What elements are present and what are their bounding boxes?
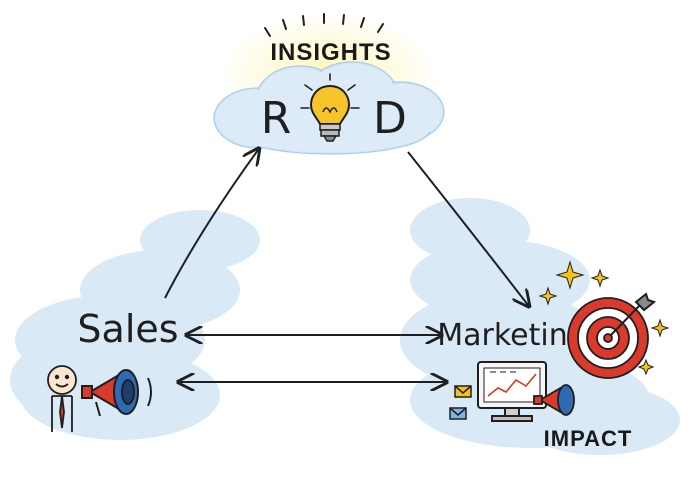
sparkle-icon <box>538 260 670 376</box>
arrow-rd-to-marketing <box>407 151 528 305</box>
insights-caption: INSIGHTS <box>270 39 391 66</box>
arrow-sales-to-rd <box>164 150 258 299</box>
rd-letter-r: R <box>261 93 292 144</box>
marketing-label: Marketing <box>437 318 587 353</box>
insights-rays <box>264 13 384 37</box>
sales-label: Sales <box>77 307 178 351</box>
megaphone-icon <box>533 384 575 416</box>
lightbulb-icon <box>309 84 351 142</box>
impact-caption: IMPACT <box>544 426 633 451</box>
bulb-rays <box>300 73 360 109</box>
megaphone-icon <box>81 369 152 417</box>
person-icon <box>47 365 77 432</box>
monitor-chart-icon <box>477 361 547 422</box>
email-icon <box>454 385 472 398</box>
rd-letter-d: D <box>373 93 407 144</box>
email-icon <box>449 407 467 420</box>
insights-node: INSIGHTS R D <box>213 13 445 155</box>
marketing-node: Marketing <box>400 198 680 455</box>
flow-arrows <box>164 150 528 382</box>
arrow-dart-icon <box>609 292 657 337</box>
sales-node: Sales <box>10 210 260 440</box>
rd-cloud-fill <box>216 64 442 152</box>
